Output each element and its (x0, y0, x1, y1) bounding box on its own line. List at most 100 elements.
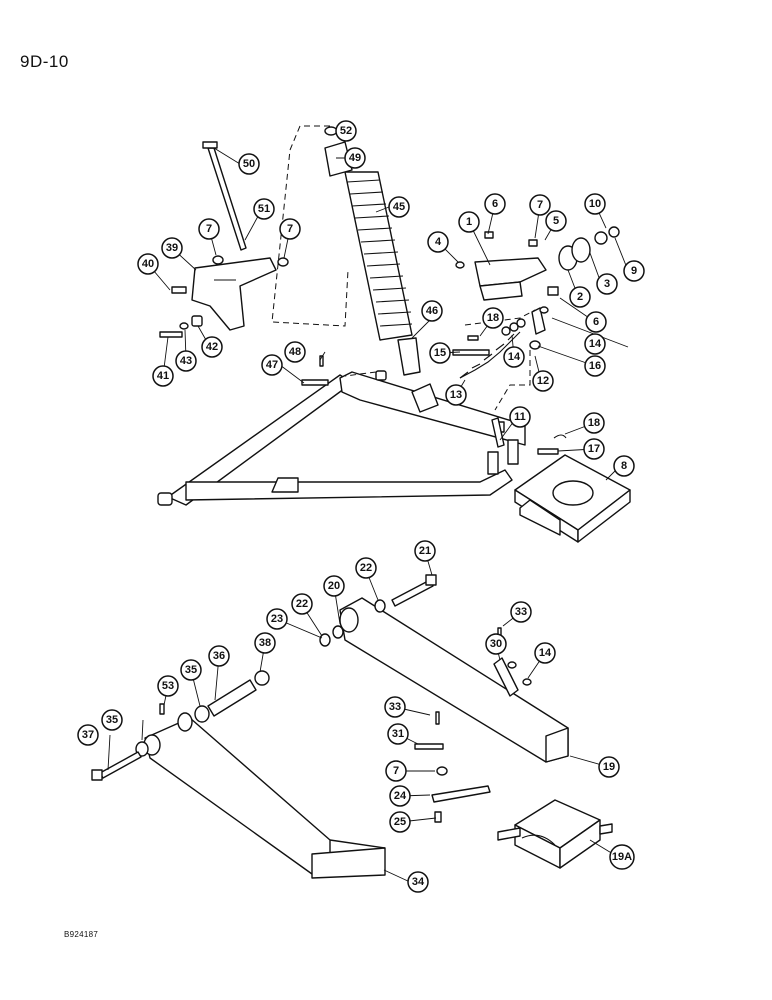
callout-14a: 14 (584, 333, 606, 355)
callout-7a: 7 (198, 218, 220, 240)
callout-label: 37 (82, 729, 94, 741)
callout-circle (584, 333, 606, 355)
hidden-line (464, 309, 536, 326)
callout-12: 12 (532, 370, 554, 392)
callout-label: 35 (106, 714, 118, 726)
callout-circle (284, 341, 306, 363)
callout-circle (389, 811, 411, 833)
callout-circle (482, 307, 504, 329)
safety-chain (459, 331, 521, 379)
callout-circle (458, 211, 480, 233)
callout-circle (266, 608, 288, 630)
callout-circle (253, 198, 275, 220)
callout-43: 43 (175, 350, 197, 372)
callout-circle (157, 675, 179, 697)
callout-35a: 35 (180, 659, 202, 681)
callout-label: 43 (180, 355, 192, 367)
callout-19: 19 (598, 756, 620, 778)
callout-label: 48 (289, 346, 301, 358)
callout-circle (161, 237, 183, 259)
callout-label: 7 (537, 199, 543, 211)
leader-lines (147, 130, 629, 481)
callout-label: 41 (157, 370, 169, 382)
callout-label: 3 (604, 278, 610, 290)
callout-label: 25 (394, 816, 406, 828)
callout-39: 39 (161, 237, 183, 259)
callout-14c: 14 (534, 642, 556, 664)
callout-label: 14 (589, 338, 602, 350)
callout-48: 48 (284, 341, 306, 363)
callout-label: 1 (466, 216, 472, 228)
callout-circle (335, 120, 357, 142)
callout-label: 7 (287, 223, 293, 235)
callout-circle (585, 311, 607, 333)
callout-15: 15 (429, 342, 451, 364)
callout-42: 42 (201, 336, 223, 358)
callout-circle (137, 253, 159, 275)
callout-37: 37 (77, 724, 99, 746)
small-hardware-right (452, 231, 567, 455)
bolt-long (202, 141, 247, 251)
callout-label: 6 (593, 316, 599, 328)
callout-label: 16 (589, 360, 601, 372)
callout-circle (609, 844, 635, 870)
callout-circle (279, 218, 301, 240)
callout-circle (152, 365, 174, 387)
callout-circle (389, 785, 411, 807)
callout-11: 11 (509, 406, 531, 428)
callout-circle (429, 342, 451, 364)
callout-label: 17 (588, 443, 600, 455)
callout-label: 24 (394, 790, 407, 802)
callout-label: 39 (166, 242, 178, 254)
callout-circle (388, 196, 410, 218)
callout-19A: 19A (609, 844, 635, 870)
callout-circle (584, 355, 606, 377)
callout-label: 33 (389, 701, 401, 713)
callout-5: 5 (545, 210, 567, 232)
callout-label: 23 (271, 613, 283, 625)
callout-label: 35 (185, 664, 197, 676)
callout-22a: 22 (355, 557, 377, 579)
callout-label: 34 (412, 876, 425, 888)
upper-arm (339, 597, 569, 763)
callout-circle (509, 406, 531, 428)
callout-16: 16 (584, 355, 606, 377)
callout-label: 10 (589, 198, 601, 210)
hidden-line (271, 125, 349, 327)
callout-circle (261, 354, 283, 376)
callout-49: 49 (344, 147, 366, 169)
callout-label: 8 (621, 460, 627, 472)
callout-circle (529, 194, 551, 216)
callout-10: 10 (584, 193, 606, 215)
callout-label: 31 (392, 728, 404, 740)
lower-arm (143, 712, 386, 879)
callout-8: 8 (613, 455, 635, 477)
callout-46: 46 (421, 300, 443, 322)
callout-circle (344, 147, 366, 169)
callout-18a: 18 (482, 307, 504, 329)
callout-circle (534, 642, 556, 664)
callout-label: 4 (435, 236, 442, 248)
callout-circle (180, 659, 202, 681)
callout-circle (427, 231, 449, 253)
callout-label: 53 (162, 680, 174, 692)
callout-label: 15 (434, 347, 446, 359)
mounting-plate (514, 454, 631, 543)
callout-9: 9 (623, 260, 645, 282)
callout-circle (414, 540, 436, 562)
callout-6b: 6 (585, 311, 607, 333)
callout-38: 38 (254, 632, 276, 654)
callout-label: 46 (426, 305, 438, 317)
callout-circle (421, 300, 443, 322)
callout-18b: 18 (583, 412, 605, 434)
adjuster-strap (493, 657, 519, 697)
callout-22b: 22 (291, 593, 313, 615)
hidden-line (344, 371, 377, 377)
callout-circle (407, 871, 429, 893)
callout-label: 38 (259, 637, 271, 649)
callout-50: 50 (238, 153, 260, 175)
callout-label: 33 (515, 606, 527, 618)
callout-label: 36 (213, 650, 225, 662)
